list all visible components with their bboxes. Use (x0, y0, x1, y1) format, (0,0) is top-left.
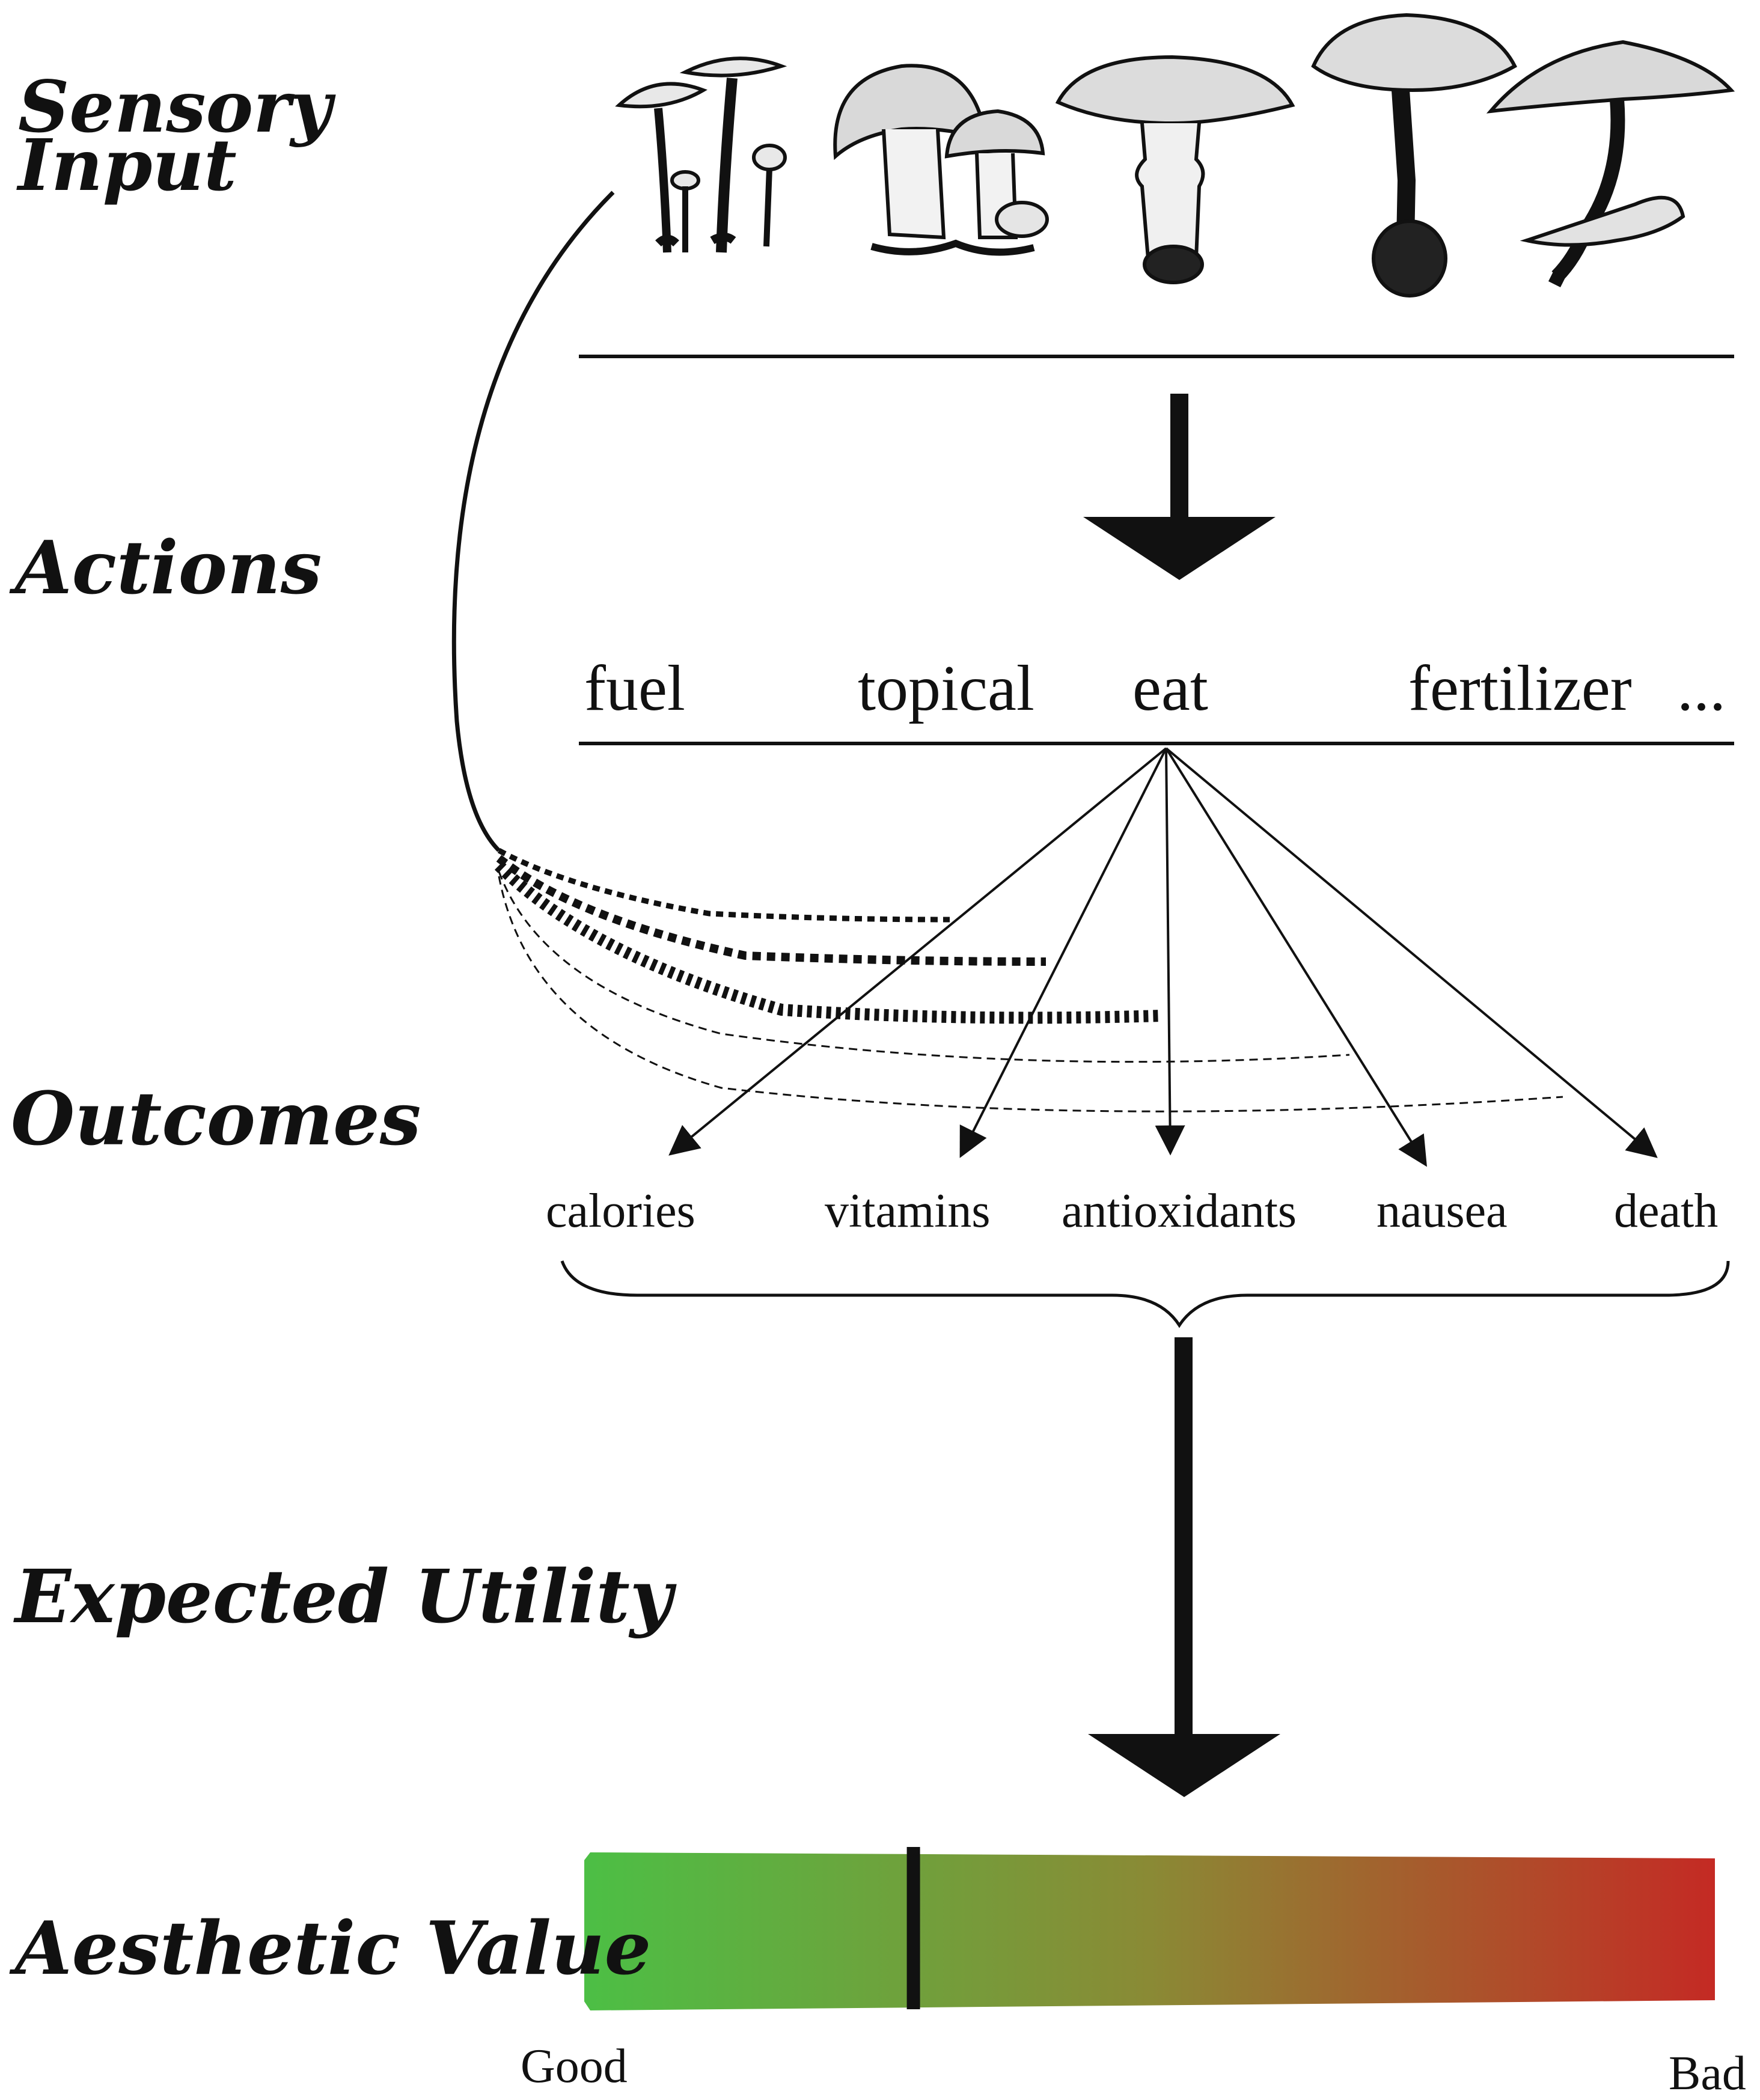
action-topical: topical (858, 653, 1034, 724)
prediction-curve-vitamins (496, 855, 1047, 966)
big-arrow-down-1 (1083, 394, 1276, 580)
mushroom-large-icon (1055, 55, 1295, 284)
action-more: ... (1677, 653, 1726, 724)
arrow-to-calories (668, 747, 1167, 1156)
arrow-to-antioxidants (1155, 748, 1185, 1156)
mushroom-tall-icon (1311, 13, 1517, 298)
value-marker (906, 1847, 920, 2009)
arrow-to-nausea (1165, 747, 1427, 1167)
sensory-curve (451, 191, 615, 852)
stage-label-sensory-input: Sensory Input (18, 65, 332, 207)
aesthetic-value-bar (584, 1852, 1715, 2010)
mushroom-cluster-icon (833, 64, 1049, 256)
prediction-curve-nausea (498, 871, 1350, 1063)
stage-label-aesthetic-value: Aesthetic Value (15, 1905, 652, 1991)
scale-label-bad: Bad (1669, 2047, 1746, 2100)
prediction-curve-death (498, 876, 1563, 1113)
outcome-death: death (1614, 1185, 1719, 1238)
outcome-arrows (668, 747, 1658, 1167)
scale-label-good: Good (521, 2040, 628, 2093)
outcomes-brace (560, 1260, 1730, 1328)
action-fertilizer: fertilizer (1408, 653, 1632, 724)
prediction-curve-antioxidants (494, 861, 1161, 1024)
stage-label-expected-utility: Expected Utility (15, 1553, 673, 1640)
outcome-nausea: nausea (1377, 1185, 1508, 1238)
arrow-to-death (1165, 747, 1658, 1158)
stage-label-outcomes: Outcomes (11, 1075, 421, 1162)
arrow-to-vitamins (959, 748, 1167, 1158)
prediction-curve-calories (497, 848, 950, 923)
mushroom-group-icon (615, 56, 787, 253)
action-fuel: fuel (584, 653, 685, 724)
outcome-vitamins: vitamins (825, 1185, 991, 1238)
big-arrow-down-2 (1088, 1337, 1280, 1797)
stage-label-actions: Actions (15, 524, 322, 611)
action-eat: eat (1132, 653, 1208, 724)
outcome-calories: calories (546, 1185, 695, 1238)
prediction-curves (494, 848, 1563, 1113)
outcome-antioxidants: antioxidants (1062, 1185, 1297, 1238)
mushroom-wide-icon (1486, 40, 1735, 288)
